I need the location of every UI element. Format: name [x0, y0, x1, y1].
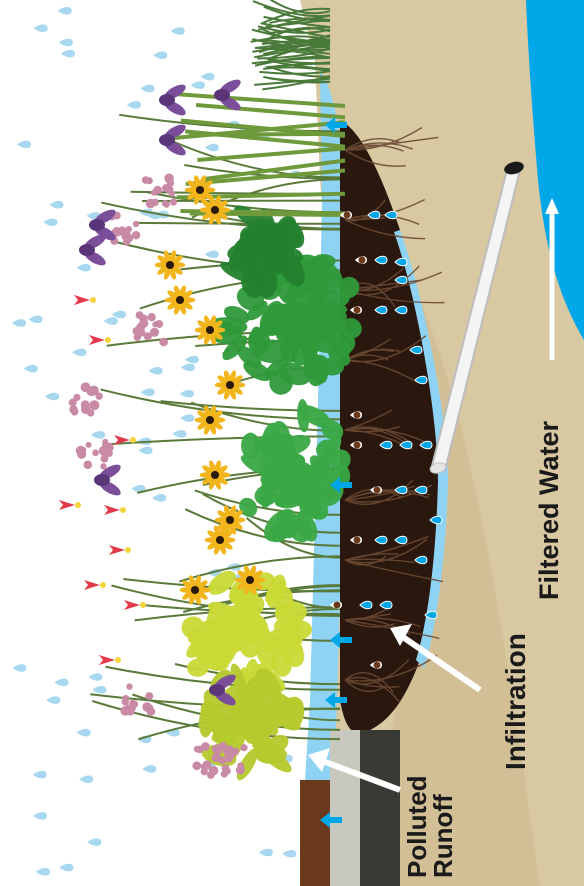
iris-petal — [79, 244, 95, 256]
polluted-runoff-line2: Runoff — [430, 775, 456, 878]
floret — [73, 394, 80, 401]
flower-center — [246, 576, 254, 584]
flower-center — [211, 471, 219, 479]
floret — [134, 334, 141, 341]
floret — [144, 332, 152, 340]
pollutant-particle — [359, 257, 366, 264]
columbine-center — [100, 582, 106, 588]
floret — [129, 700, 136, 707]
floret — [100, 463, 106, 469]
floret — [95, 392, 103, 400]
iris-petal — [89, 219, 105, 231]
blade-leaf — [189, 134, 345, 135]
columbine-center — [140, 602, 146, 608]
floret — [127, 707, 135, 715]
floret — [194, 746, 201, 753]
floret — [159, 338, 168, 347]
iris-petal — [209, 684, 225, 696]
floret — [83, 460, 92, 469]
flower-center — [191, 586, 199, 594]
floret — [153, 186, 162, 195]
floret — [132, 231, 140, 239]
flower-center — [216, 536, 224, 544]
pollutant-particle — [374, 662, 381, 669]
columbine-center — [120, 507, 126, 513]
columbine-center — [90, 297, 96, 303]
flower-center — [211, 206, 219, 214]
flower-center — [206, 416, 214, 424]
floret — [240, 744, 247, 751]
floret — [152, 321, 158, 327]
floret — [139, 314, 148, 323]
columbine-center — [125, 547, 131, 553]
iris-petal — [94, 474, 110, 486]
pollutant-particle — [374, 487, 381, 494]
filtered-water-label: Filtered Water — [534, 421, 565, 600]
floret — [217, 748, 223, 754]
floret — [223, 767, 230, 774]
floret — [123, 231, 132, 240]
flower-center — [166, 261, 174, 269]
floret — [76, 446, 86, 456]
pollutant-particle — [354, 307, 361, 314]
pollutant-particle — [334, 602, 341, 609]
flower-center — [196, 186, 204, 194]
floret — [86, 442, 92, 448]
floret — [81, 405, 90, 414]
floret — [202, 760, 211, 769]
columbine-center — [115, 657, 121, 663]
floret — [164, 173, 174, 183]
floret — [92, 449, 99, 456]
pollutant-particle — [344, 212, 351, 219]
iris-petal — [159, 94, 175, 106]
pollutant-particle — [354, 442, 361, 449]
flower-center — [226, 516, 234, 524]
floret — [81, 382, 91, 392]
floret — [170, 198, 177, 205]
pollutant-particle — [354, 537, 361, 544]
floret — [89, 400, 99, 410]
floret — [142, 176, 150, 184]
iris-petal — [214, 89, 230, 101]
infiltration-label: Infiltration — [500, 633, 532, 770]
floret — [225, 745, 234, 754]
floret — [72, 408, 79, 415]
floret — [145, 692, 153, 700]
floret — [105, 450, 112, 457]
floret — [148, 313, 156, 321]
polluted-runoff-label: Polluted Runoff — [404, 775, 456, 878]
flower-center — [176, 296, 184, 304]
floret — [146, 199, 156, 209]
iris-petal — [159, 134, 175, 146]
floret — [126, 683, 132, 689]
floret — [133, 221, 139, 227]
floret — [207, 771, 215, 779]
floret — [123, 239, 130, 246]
columbine-center — [130, 437, 136, 443]
polluted-runoff-line1: Polluted — [404, 775, 430, 878]
columbine-center — [105, 337, 111, 343]
floret — [237, 762, 244, 769]
flower-center — [226, 381, 234, 389]
pollutant-particle — [354, 412, 361, 419]
columbine-center — [75, 502, 81, 508]
floret — [122, 698, 129, 705]
leaf — [239, 631, 261, 657]
flower-center — [206, 326, 214, 334]
floret — [146, 704, 154, 712]
floret — [126, 226, 132, 232]
floret — [162, 200, 169, 207]
floret — [192, 761, 201, 770]
floret — [165, 185, 173, 193]
